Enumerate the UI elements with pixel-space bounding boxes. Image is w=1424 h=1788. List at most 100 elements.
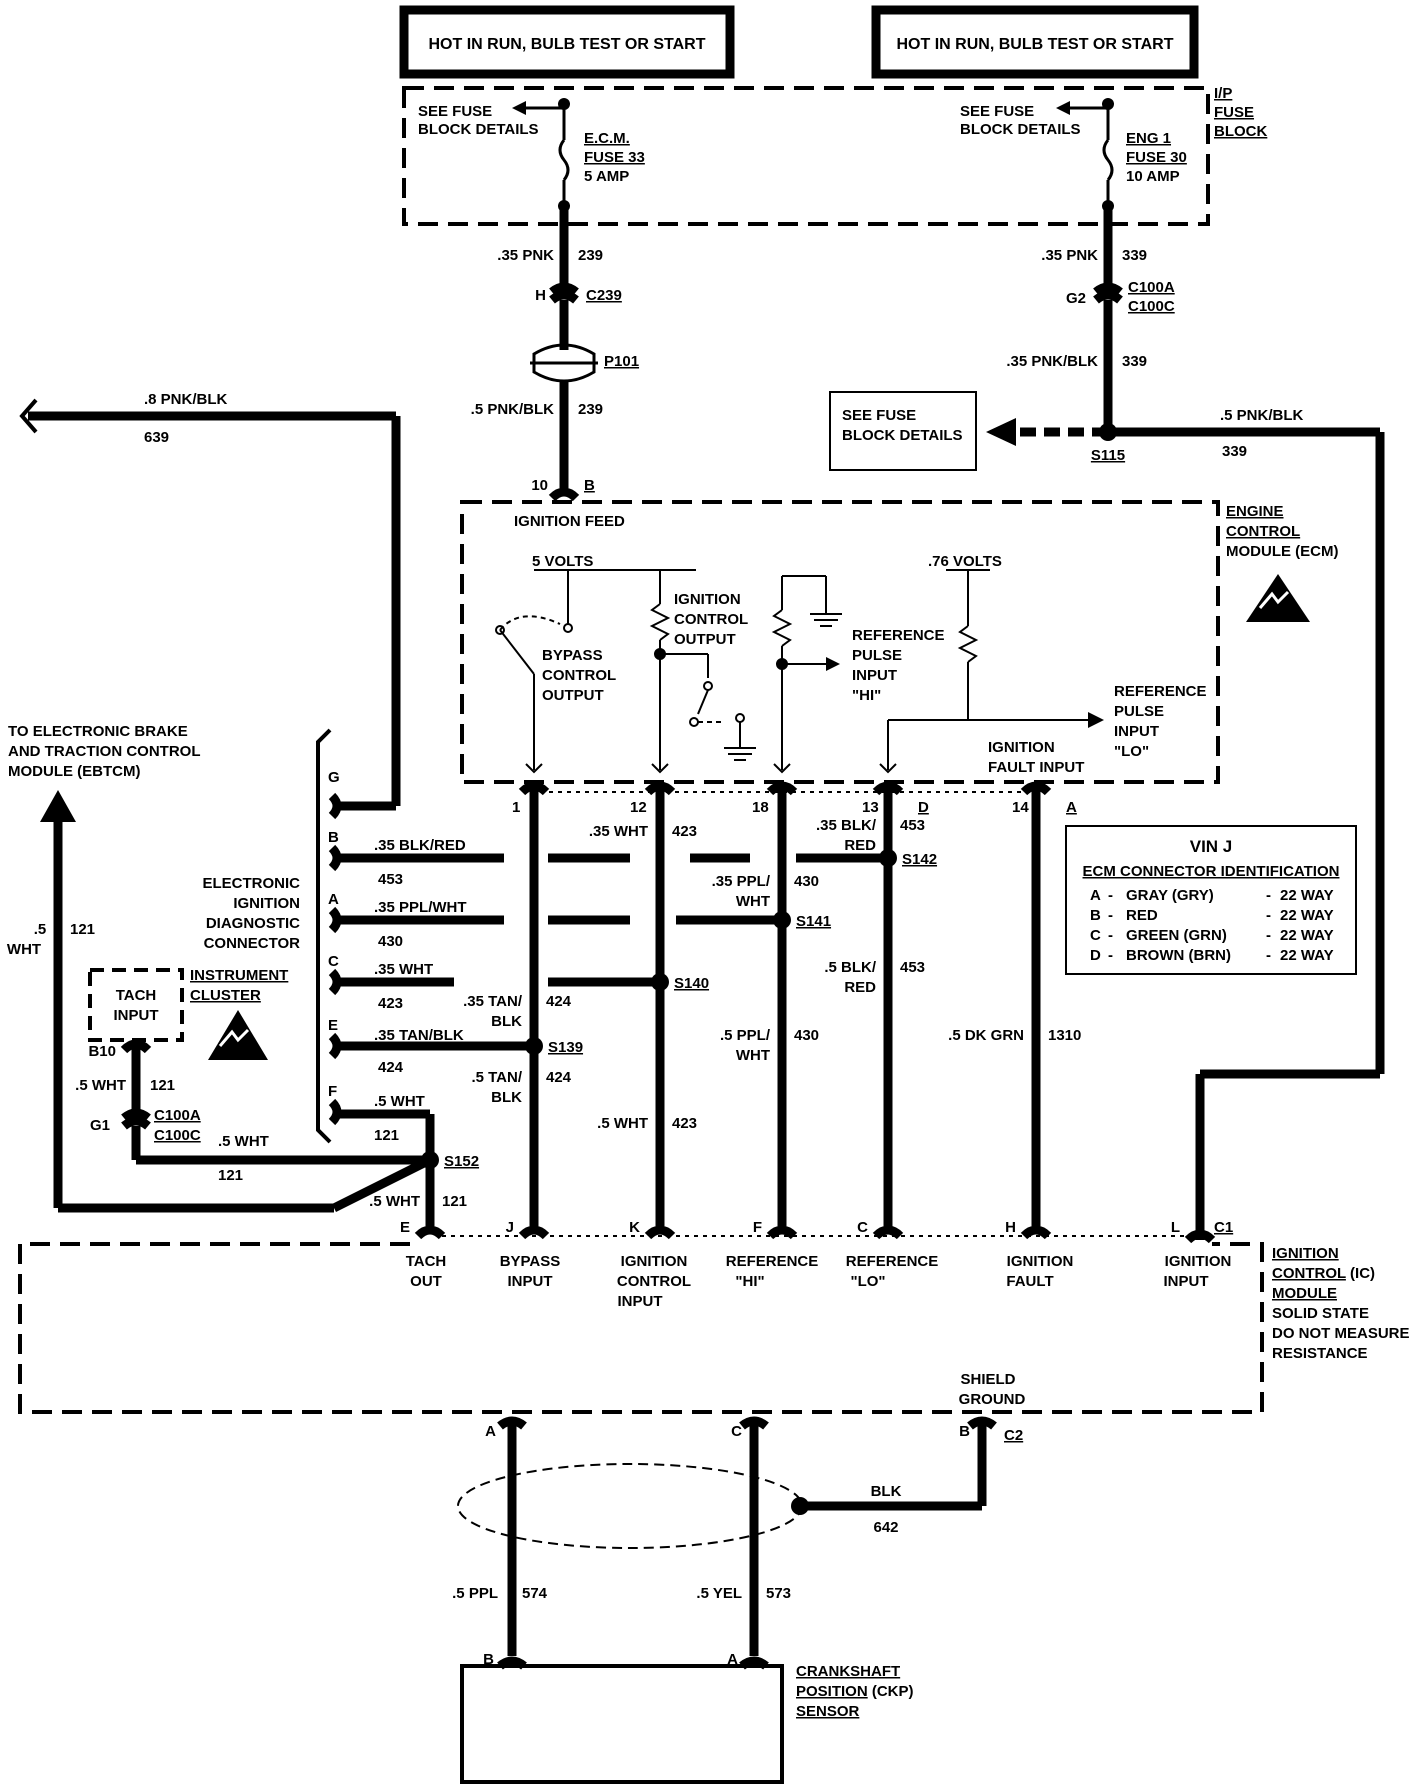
icm-pin-h: H: [1005, 1219, 1016, 1236]
ckp-wires: [457, 1416, 997, 1670]
diag-pin-e: E: [328, 1017, 338, 1034]
splice-s142: S142: [902, 851, 937, 868]
icm-tach-2: OUT: [410, 1273, 442, 1290]
diagnostic-connector: [316, 728, 332, 1144]
ckp-name-3: SENSOR: [796, 1703, 860, 1720]
vin-row-a-dash: -: [1108, 887, 1113, 904]
ebtcm-gauge-1: .5: [34, 921, 47, 938]
cluster-c-pin: G1: [90, 1117, 110, 1134]
c100a-top: C100A: [1128, 279, 1175, 296]
ecm-5-volts: 5 VOLTS: [532, 553, 593, 570]
ecm-title-3: MODULE (ECM): [1226, 543, 1339, 560]
shield-1: SHIELD: [960, 1371, 1015, 1388]
cluster-wire: [120, 1039, 430, 1165]
icm-note-1: SOLID STATE: [1272, 1305, 1369, 1322]
reflo-1: REFERENCE: [1114, 683, 1207, 700]
c100-pin: G2: [1066, 290, 1086, 307]
diag-a-num: 430: [378, 933, 403, 950]
vin-box: VIN J ECM CONNECTOR IDENTIFICATION A - G…: [1065, 825, 1357, 975]
cluster-w2-num: 121: [218, 1167, 243, 1184]
see-fuse-right-2: BLOCK DETAILS: [960, 121, 1081, 138]
vin-row-c-dash: -: [1108, 927, 1113, 944]
diag-b-gauge: .35 BLK/RED: [374, 837, 466, 854]
see-fuse-box: [829, 391, 977, 471]
diag-title-3: DIAGNOSTIC: [206, 915, 300, 932]
see-fuse-box-2: BLOCK DETAILS: [842, 427, 963, 444]
w1310-num: 1310: [1048, 1027, 1081, 1044]
w121-gauge: .5 WHT: [369, 1193, 420, 1210]
icm-rhi-2: "HI": [735, 1273, 764, 1290]
ecm-title-1: ENGINE: [1226, 503, 1284, 520]
fuse-block-title-3: BLOCK: [1214, 123, 1267, 140]
ref-hi-arrow-icon: [826, 657, 840, 671]
icm-iinput-1: IGNITION: [1165, 1253, 1232, 1270]
wire-639: [19, 398, 401, 811]
vin-row-d-dash2: -: [1266, 947, 1271, 964]
blk-gauge: BLK: [871, 1483, 902, 1500]
reflo-2: PULSE: [1114, 703, 1164, 720]
w339a-num: 339: [1122, 247, 1147, 264]
icm-ici-2: CONTROL: [617, 1273, 691, 1290]
w424b-num: 424: [546, 1069, 572, 1086]
icm-pin-f: F: [753, 1219, 762, 1236]
icm-pin-k: K: [629, 1219, 640, 1236]
diag-pin-a: A: [328, 891, 339, 908]
w339b-gauge: .35 PNK/BLK: [1006, 353, 1098, 370]
wire-239: [530, 206, 598, 502]
vin-row-b-way: 22 WAY: [1280, 907, 1334, 924]
cluster-c100c: C100C: [154, 1127, 201, 1144]
w239b-gauge: .5 PNK/BLK: [471, 401, 555, 418]
see-fuse-box-1: SEE FUSE: [842, 407, 916, 424]
w453a-gauge-2: RED: [844, 837, 876, 854]
w430b-num: 430: [794, 1027, 819, 1044]
ecm-ignition-feed: IGNITION FEED: [514, 513, 625, 530]
c239-pin: H: [535, 287, 546, 304]
yel-num: 573: [766, 1585, 791, 1602]
fuse30-name: ENG 1: [1126, 130, 1171, 147]
ppl-gauge: .5 PPL: [452, 1585, 498, 1602]
hot-label-left: HOT IN RUN, BULB TEST OR START: [399, 5, 735, 79]
ebtcm-gauge-2: WHT: [7, 941, 41, 958]
ecm-pin10-conn: B: [584, 477, 595, 494]
s115-label: S115: [1091, 447, 1125, 464]
bypass-2: CONTROL: [542, 667, 616, 684]
w453a-gauge-1: .35 BLK/: [816, 817, 877, 834]
fuse-30: [1056, 98, 1114, 212]
hot-label-right-text: HOT IN RUN, BULB TEST OR START: [896, 36, 1173, 53]
icm-note-2: DO NOT MEASURE: [1272, 1325, 1410, 1342]
icm-pin-e: E: [400, 1219, 410, 1236]
fuse30-amp: 10 AMP: [1126, 168, 1180, 185]
w423b-num: 423: [672, 1115, 697, 1132]
icm-bypass-1: BYPASS: [500, 1253, 561, 1270]
w424b-gauge-1: .5 TAN/: [471, 1069, 522, 1086]
vin-row-c-way: 22 WAY: [1280, 927, 1334, 944]
ppl-num: 574: [522, 1585, 548, 1602]
ignfault-1: IGNITION: [988, 739, 1055, 756]
icm-pin-a: A: [485, 1423, 496, 1440]
icm-pin-b: B: [959, 1423, 970, 1440]
ico-1: IGNITION: [674, 591, 741, 608]
cluster-w-gauge: .5 WHT: [75, 1077, 126, 1094]
ecm-pin14: 14: [1012, 799, 1029, 816]
fuse30-num: FUSE 30: [1126, 149, 1187, 166]
icm-iinput-2: INPUT: [1164, 1273, 1209, 1290]
icm-ici-1: IGNITION: [621, 1253, 688, 1270]
w423a-num: 423: [672, 823, 697, 840]
icm-ici-3: INPUT: [618, 1293, 663, 1310]
vin-row-c-color: GREEN (GRN): [1126, 927, 1227, 944]
vin-row-c-letter: C: [1090, 927, 1101, 944]
vin-row-c-dash2: -: [1266, 927, 1271, 944]
icm-title-1: IGNITION: [1272, 1245, 1339, 1262]
w423a-gauge: .35 WHT: [589, 823, 648, 840]
splice-s139: S139: [548, 1039, 583, 1056]
c100c-top: C100C: [1128, 298, 1175, 315]
ico-3: OUTPUT: [674, 631, 736, 648]
icm-pin-c2: C2: [1004, 1427, 1023, 1444]
ecm-internal-circuit: [495, 569, 1088, 770]
w424a-gauge-2: BLK: [491, 1013, 522, 1030]
vin-row-d-color: BROWN (BRN): [1126, 947, 1231, 964]
ckp-pin-b: B: [483, 1651, 494, 1668]
vin-subtitle: ECM CONNECTOR IDENTIFICATION: [1083, 863, 1340, 880]
vin-row-b-dash2: -: [1266, 907, 1271, 924]
w339a-gauge: .35 PNK: [1041, 247, 1098, 264]
